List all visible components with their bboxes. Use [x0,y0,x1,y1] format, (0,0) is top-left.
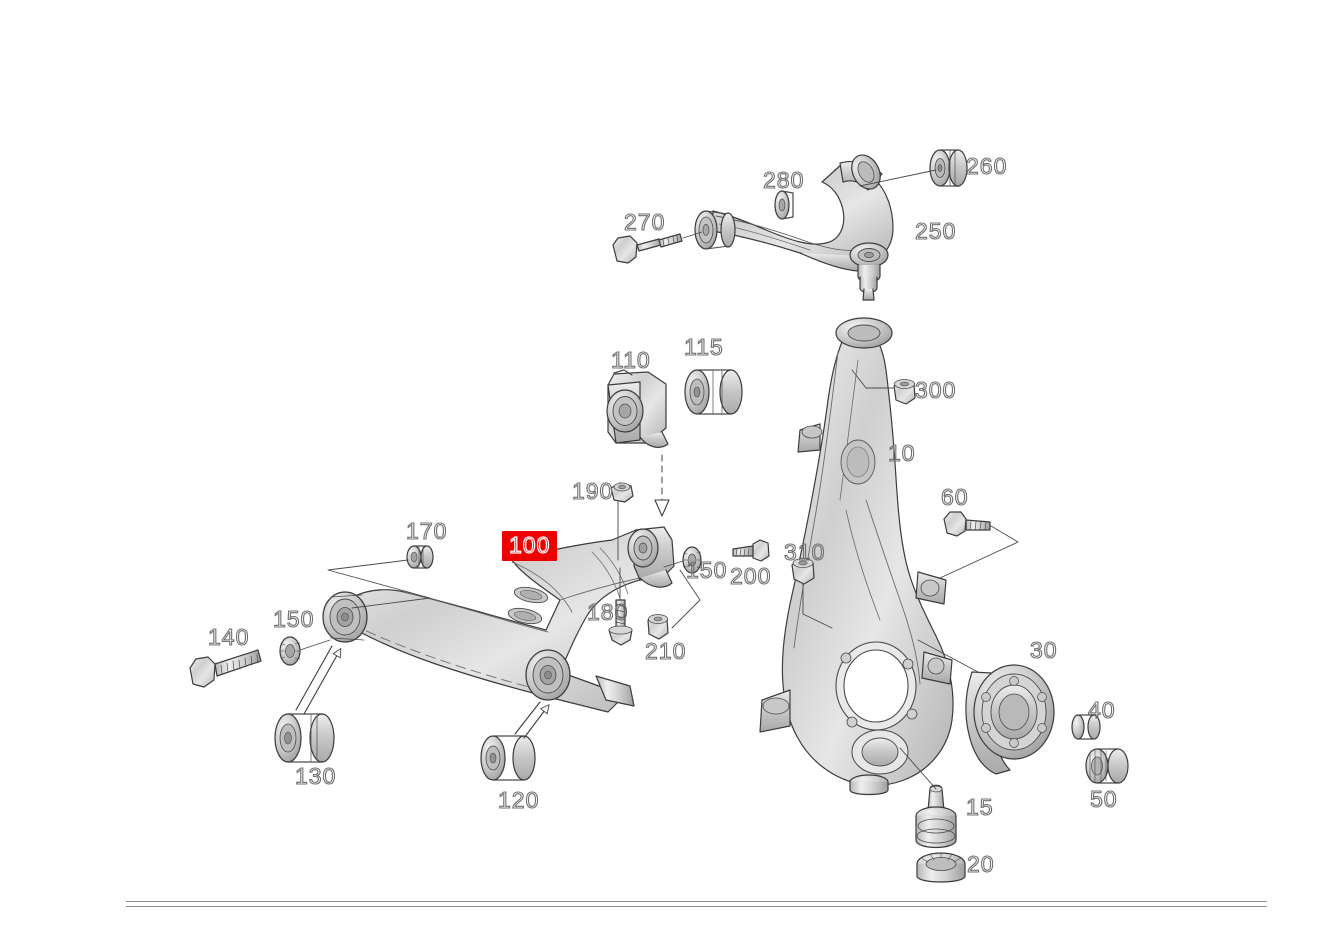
callout-number-text: 20 [966,851,995,877]
callout-number-text: 200 [729,563,772,589]
callout-number-text: 300 [914,377,957,403]
part-lower-control-arm [322,526,675,713]
callout-number-text: 310 [783,539,826,565]
callout-label-110[interactable]: 110 [610,347,651,373]
callout-label-310[interactable]: 310 [783,539,826,565]
callout-label-100-highlighted[interactable]: 100 [502,531,558,561]
part-flange-bolt [612,233,683,264]
callout-label-150[interactable]: 150 [685,557,728,583]
callout-number-text: 50 [1089,786,1118,812]
callout-label-10[interactable]: 10 [887,440,916,466]
part-hex-head-bolt [732,539,770,562]
part-eccentric-washer [774,190,794,220]
part-stud-bolt [608,599,633,646]
part-bushing-housing [606,369,669,448]
callout-number-text: 15 [965,794,994,820]
callout-label-40[interactable]: 40 [1087,697,1116,723]
part-hex-nut [791,558,815,585]
callout-number-text: 150 [272,606,315,632]
part-hex-flange-nut [893,379,916,405]
callout-number-text: 180 [586,599,629,625]
part-flange-nut [647,614,669,640]
part-lock-washer-right [682,546,702,574]
callout-number-text: 260 [965,153,1008,179]
page-divider-rule [126,901,1267,907]
callout-label-260[interactable]: 260 [965,153,1008,179]
callout-label-300[interactable]: 300 [914,377,957,403]
callout-label-280[interactable]: 280 [762,167,805,193]
callout-label-180[interactable]: 180 [586,599,629,625]
callout-number-text: 120 [497,787,540,813]
callout-label-15[interactable]: 15 [965,794,994,820]
part-dowel-sleeve [1071,714,1101,740]
callout-label-140[interactable]: 140 [207,624,250,650]
callout-number-text: 150 [685,557,728,583]
callout-label-50[interactable]: 50 [1089,786,1118,812]
callout-number-text: 40 [1087,697,1116,723]
callout-number-text: 10 [887,440,916,466]
callout-number-text: 280 [762,167,805,193]
callout-label-115[interactable]: 115 [683,334,724,360]
part-ball-joint [915,784,957,849]
callout-number-text: 110 [610,347,651,373]
callout-number-text: 130 [294,763,337,789]
callout-label-60[interactable]: 60 [940,484,969,510]
callout-label-130[interactable]: 130 [294,763,337,789]
callout-label-120[interactable]: 120 [497,787,540,813]
callout-label-170[interactable]: 170 [405,518,448,544]
callout-number-text: 270 [623,209,666,235]
callout-label-250[interactable]: 250 [914,218,957,244]
callout-label-190[interactable]: 190 [571,478,614,504]
part-serrated-nut [406,545,434,569]
callout-label-150[interactable]: 150 [272,606,315,632]
callout-label-210[interactable]: 210 [644,638,687,664]
part-front-bushing [480,735,536,781]
part-lock-washer-left [279,636,301,666]
callout-number-text: 60 [940,484,969,510]
part-collar-nut [610,482,634,503]
callout-number-text: 30 [1029,637,1058,663]
part-upper-control-arm [694,154,894,301]
callout-number-text: 115 [683,334,724,360]
part-rubber-bushing [684,369,743,415]
callout-number-text: 100 [508,532,551,558]
callout-number-text: 250 [914,218,957,244]
part-wheel-hub-bearing [965,664,1055,775]
callout-label-200[interactable]: 200 [729,563,772,589]
part-castellated-collar [916,852,966,883]
part-hex-flange-bolt [189,649,262,688]
callout-number-text: 140 [207,624,250,650]
part-upper-arm-bushing [929,149,968,187]
part-rear-bushing [274,713,335,763]
callout-number-text: 210 [644,638,687,664]
callout-number-text: 190 [571,478,614,504]
callout-label-30[interactable]: 30 [1029,637,1058,663]
callout-label-20[interactable]: 20 [966,851,995,877]
part-brake-caliper-bolt [943,511,991,537]
callout-number-text: 170 [405,518,448,544]
callout-label-270[interactable]: 270 [623,209,666,235]
part-splined-ring [1085,748,1129,784]
part-steering-knuckle [759,317,954,796]
